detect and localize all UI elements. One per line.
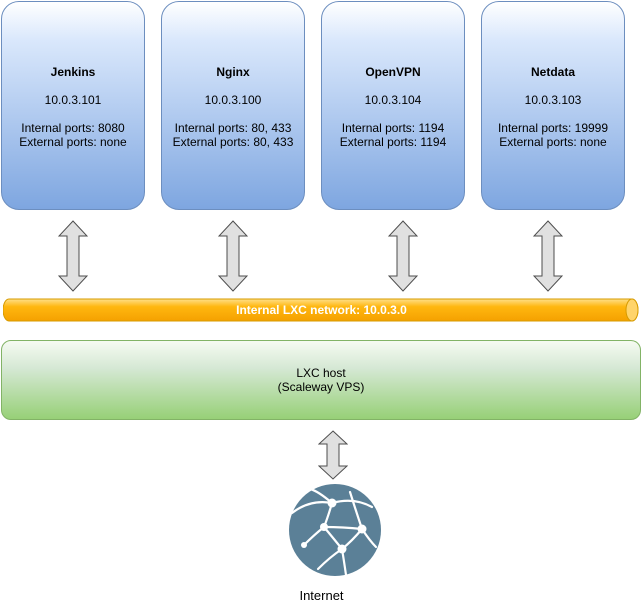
double-arrow-openvpn-network bbox=[388, 220, 418, 292]
container-ip: 10.0.3.103 bbox=[524, 93, 582, 107]
container-external-ports: External ports: 80, 433 bbox=[172, 135, 294, 149]
container-ip: 10.0.3.104 bbox=[364, 93, 422, 107]
double-arrow-jenkins-network bbox=[58, 220, 88, 292]
container-external-ports: External ports: none bbox=[19, 135, 127, 149]
container-name: Jenkins bbox=[50, 65, 96, 79]
container-external-ports: External ports: 1194 bbox=[339, 135, 447, 149]
container-external-ports: External ports: none bbox=[499, 135, 607, 149]
double-arrow-host-internet bbox=[318, 430, 348, 480]
lxc-host-box: LXC host (Scaleway VPS) bbox=[1, 340, 641, 420]
container-ip: 10.0.3.101 bbox=[44, 93, 102, 107]
container-name: Nginx bbox=[216, 65, 250, 79]
container-name: OpenVPN bbox=[365, 65, 421, 79]
host-subtitle: (Scaleway VPS) bbox=[277, 380, 365, 394]
double-arrow-nginx-network bbox=[218, 220, 248, 292]
network-pipe bbox=[3, 298, 639, 322]
globe-network-icon bbox=[289, 484, 381, 577]
network-label: Internal LXC network: 10.0.3.0 bbox=[236, 303, 407, 317]
container-box-openvpn: OpenVPN 10.0.3.104 Internal ports: 1194 … bbox=[321, 1, 465, 210]
container-box-nginx: Nginx 10.0.3.100 Internal ports: 80, 433… bbox=[161, 1, 305, 210]
container-box-jenkins: Jenkins 10.0.3.101 Internal ports: 8080 … bbox=[1, 1, 145, 210]
double-arrow-netdata-network bbox=[533, 220, 563, 292]
container-name: Netdata bbox=[530, 65, 575, 79]
container-ip: 10.0.3.100 bbox=[204, 93, 262, 107]
internet-label: Internet bbox=[299, 588, 344, 603]
container-internal-ports: Internal ports: 19999 bbox=[497, 121, 609, 135]
container-internal-ports: Internal ports: 1194 bbox=[341, 121, 445, 135]
container-internal-ports: Internal ports: 80, 433 bbox=[174, 121, 292, 135]
host-title: LXC host bbox=[296, 366, 346, 380]
container-box-netdata: Netdata 10.0.3.103 Internal ports: 19999… bbox=[481, 1, 625, 210]
container-internal-ports: Internal ports: 8080 bbox=[21, 121, 125, 135]
